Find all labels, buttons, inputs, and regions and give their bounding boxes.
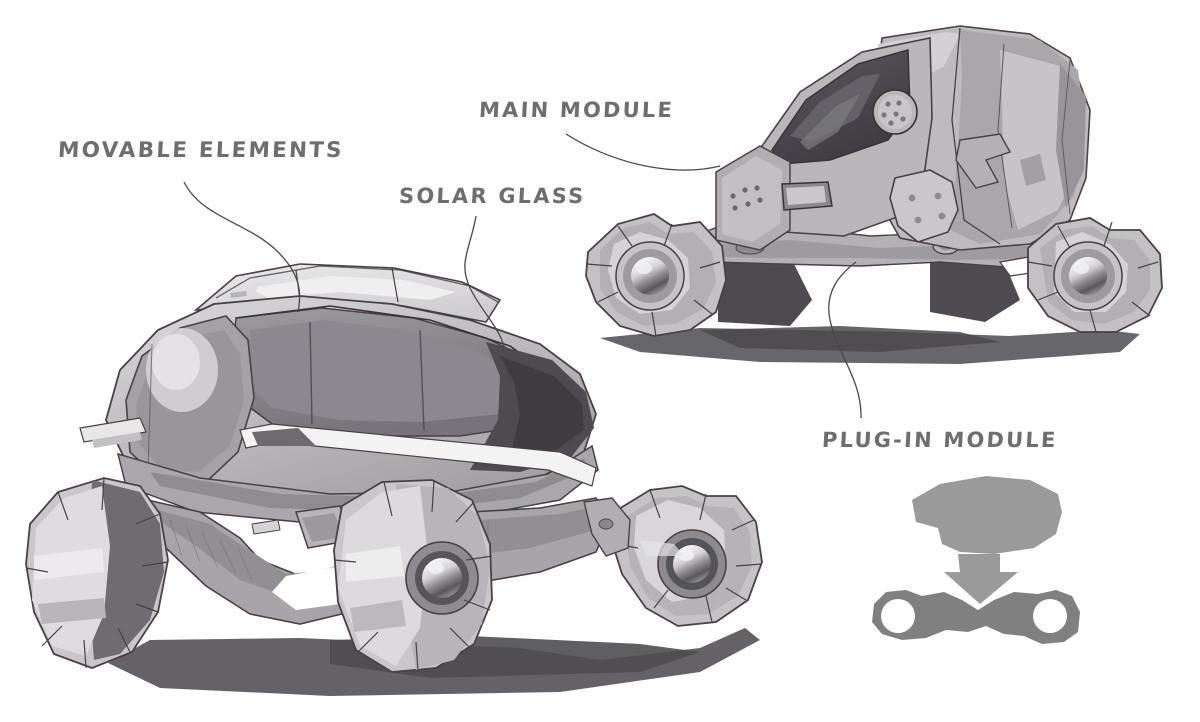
ground-shadows (108, 326, 1140, 696)
wheel (25, 477, 169, 669)
side-rover-figure (585, 25, 1163, 337)
wheel (611, 485, 763, 627)
wheel (1027, 217, 1163, 333)
leader-plug-in-module (828, 261, 862, 419)
plug-in-diagram (872, 476, 1080, 644)
label-main-module: MAIN MODULE (478, 98, 675, 122)
wheel (333, 479, 493, 673)
label-solar-glass: SOLAR GLASS (398, 184, 587, 208)
leader-main-module (565, 133, 721, 171)
label-plug-in-module: PLUG-IN MODULE (821, 428, 1059, 452)
leader-lines (183, 133, 862, 419)
front-rover-figure (25, 263, 763, 673)
leader-solar-glass (464, 215, 505, 347)
wheel (585, 213, 727, 337)
leader-movable-elements (183, 181, 301, 313)
label-movable-elements: MOVABLE ELEMENTS (57, 138, 345, 163)
